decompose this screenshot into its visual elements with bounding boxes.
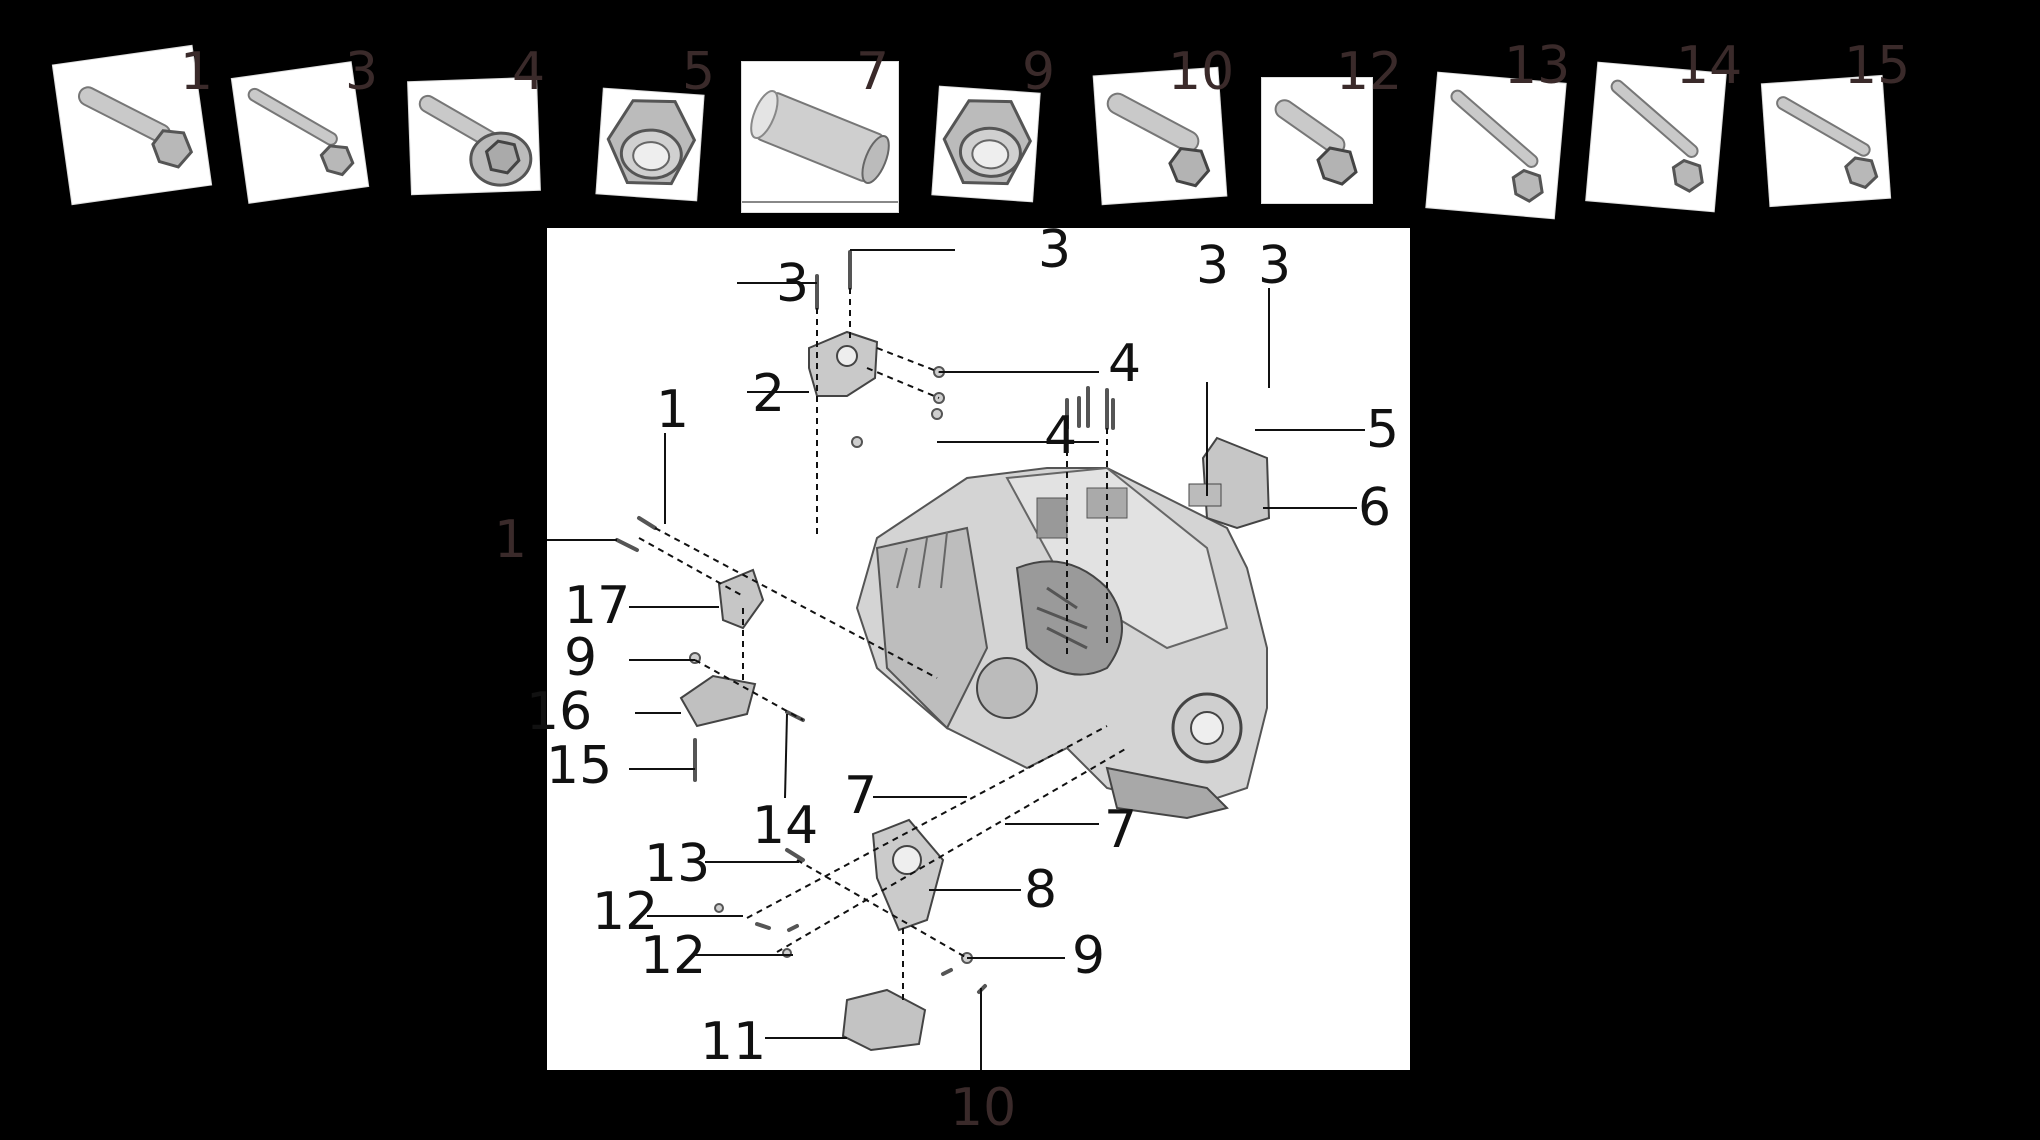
callout-2: 2: [752, 364, 786, 424]
washer-bolt-icon: [418, 94, 533, 187]
callout-7a: 7: [844, 766, 878, 826]
callout-11: 11: [700, 1012, 767, 1072]
engine-mount-diagram: [527, 228, 1410, 1088]
thumb-part-15[interactable]: [1761, 75, 1891, 207]
hex-nut-icon: [942, 99, 1032, 186]
thumb-part-9[interactable]: [932, 86, 1040, 202]
callout-10: 10: [950, 1078, 1017, 1138]
thumb-label-4: 4: [512, 42, 546, 102]
long-flange-bolt-icon: [1776, 96, 1879, 190]
callout-3d: 3: [1258, 236, 1292, 296]
callout-12b: 12: [640, 926, 707, 986]
exploded-view: [527, 249, 1365, 1088]
thumb-part-5[interactable]: [596, 88, 704, 201]
long-flange-bolt-icon: [77, 86, 194, 169]
callout-5: 5: [1366, 400, 1400, 460]
callout-1a: 1: [656, 380, 690, 440]
thumb-label-1: 1: [180, 42, 214, 102]
thumb-label-15: 15: [1844, 36, 1911, 96]
callout-1b: 1: [494, 510, 528, 570]
top-mount-bracket: [808, 330, 879, 397]
thumb-label-10: 10: [1168, 42, 1235, 102]
callout-9a: 9: [564, 628, 598, 688]
right-mount-bracket: [1188, 436, 1271, 530]
short-flange-bolt-icon: [1274, 99, 1358, 186]
hex-nut-icon: [606, 99, 697, 186]
leader-dashed-lines: [638, 288, 1128, 1000]
callout-9b: 9: [1072, 926, 1106, 986]
thumb-label-13: 13: [1504, 36, 1571, 96]
thumb-label-14: 14: [1676, 36, 1743, 96]
callout-12a: 12: [592, 882, 659, 942]
callout-6: 6: [1358, 478, 1392, 538]
callout-3b: 3: [1038, 220, 1072, 280]
callout-8: 8: [1024, 860, 1058, 920]
thumb-part-14[interactable]: [1586, 62, 1726, 212]
thumb-label-5: 5: [682, 42, 716, 102]
callout-4a: 4: [1108, 334, 1142, 394]
thumb-part-12[interactable]: [1262, 78, 1372, 203]
callout-3c: 3: [1196, 236, 1230, 296]
callout-4b: 4: [1044, 406, 1078, 466]
thumb-part-13[interactable]: [1426, 72, 1566, 219]
thumb-part-7[interactable]: [742, 62, 898, 212]
thumb-label-12: 12: [1336, 42, 1403, 102]
thumb-part-4[interactable]: [408, 77, 540, 195]
long-flange-bolt-icon: [1450, 89, 1544, 203]
thumb-label-7: 7: [856, 42, 890, 102]
thumb-part-1[interactable]: [52, 45, 212, 205]
callout-15: 15: [546, 736, 613, 796]
dowel-pin-icon: [742, 90, 898, 203]
thumb-label-9: 9: [1022, 42, 1056, 102]
callout-17: 17: [564, 576, 631, 636]
engine-assembly: [855, 466, 1268, 820]
callout-7b: 7: [1104, 800, 1138, 860]
long-flange-bolt-icon: [247, 87, 355, 177]
rear-mount-bracket: [841, 818, 945, 1052]
callout-3a: 3: [776, 254, 810, 314]
thumb-part-3[interactable]: [231, 62, 369, 203]
flange-bolt-icon: [1106, 92, 1211, 188]
long-flange-bolt-icon: [1610, 79, 1704, 193]
callout-13: 13: [644, 834, 711, 894]
thumb-part-10[interactable]: [1093, 67, 1227, 205]
left-mount-bracket: [679, 568, 765, 728]
callout-16: 16: [526, 682, 593, 742]
callout-14: 14: [752, 796, 819, 856]
thumb-label-3: 3: [345, 42, 379, 102]
